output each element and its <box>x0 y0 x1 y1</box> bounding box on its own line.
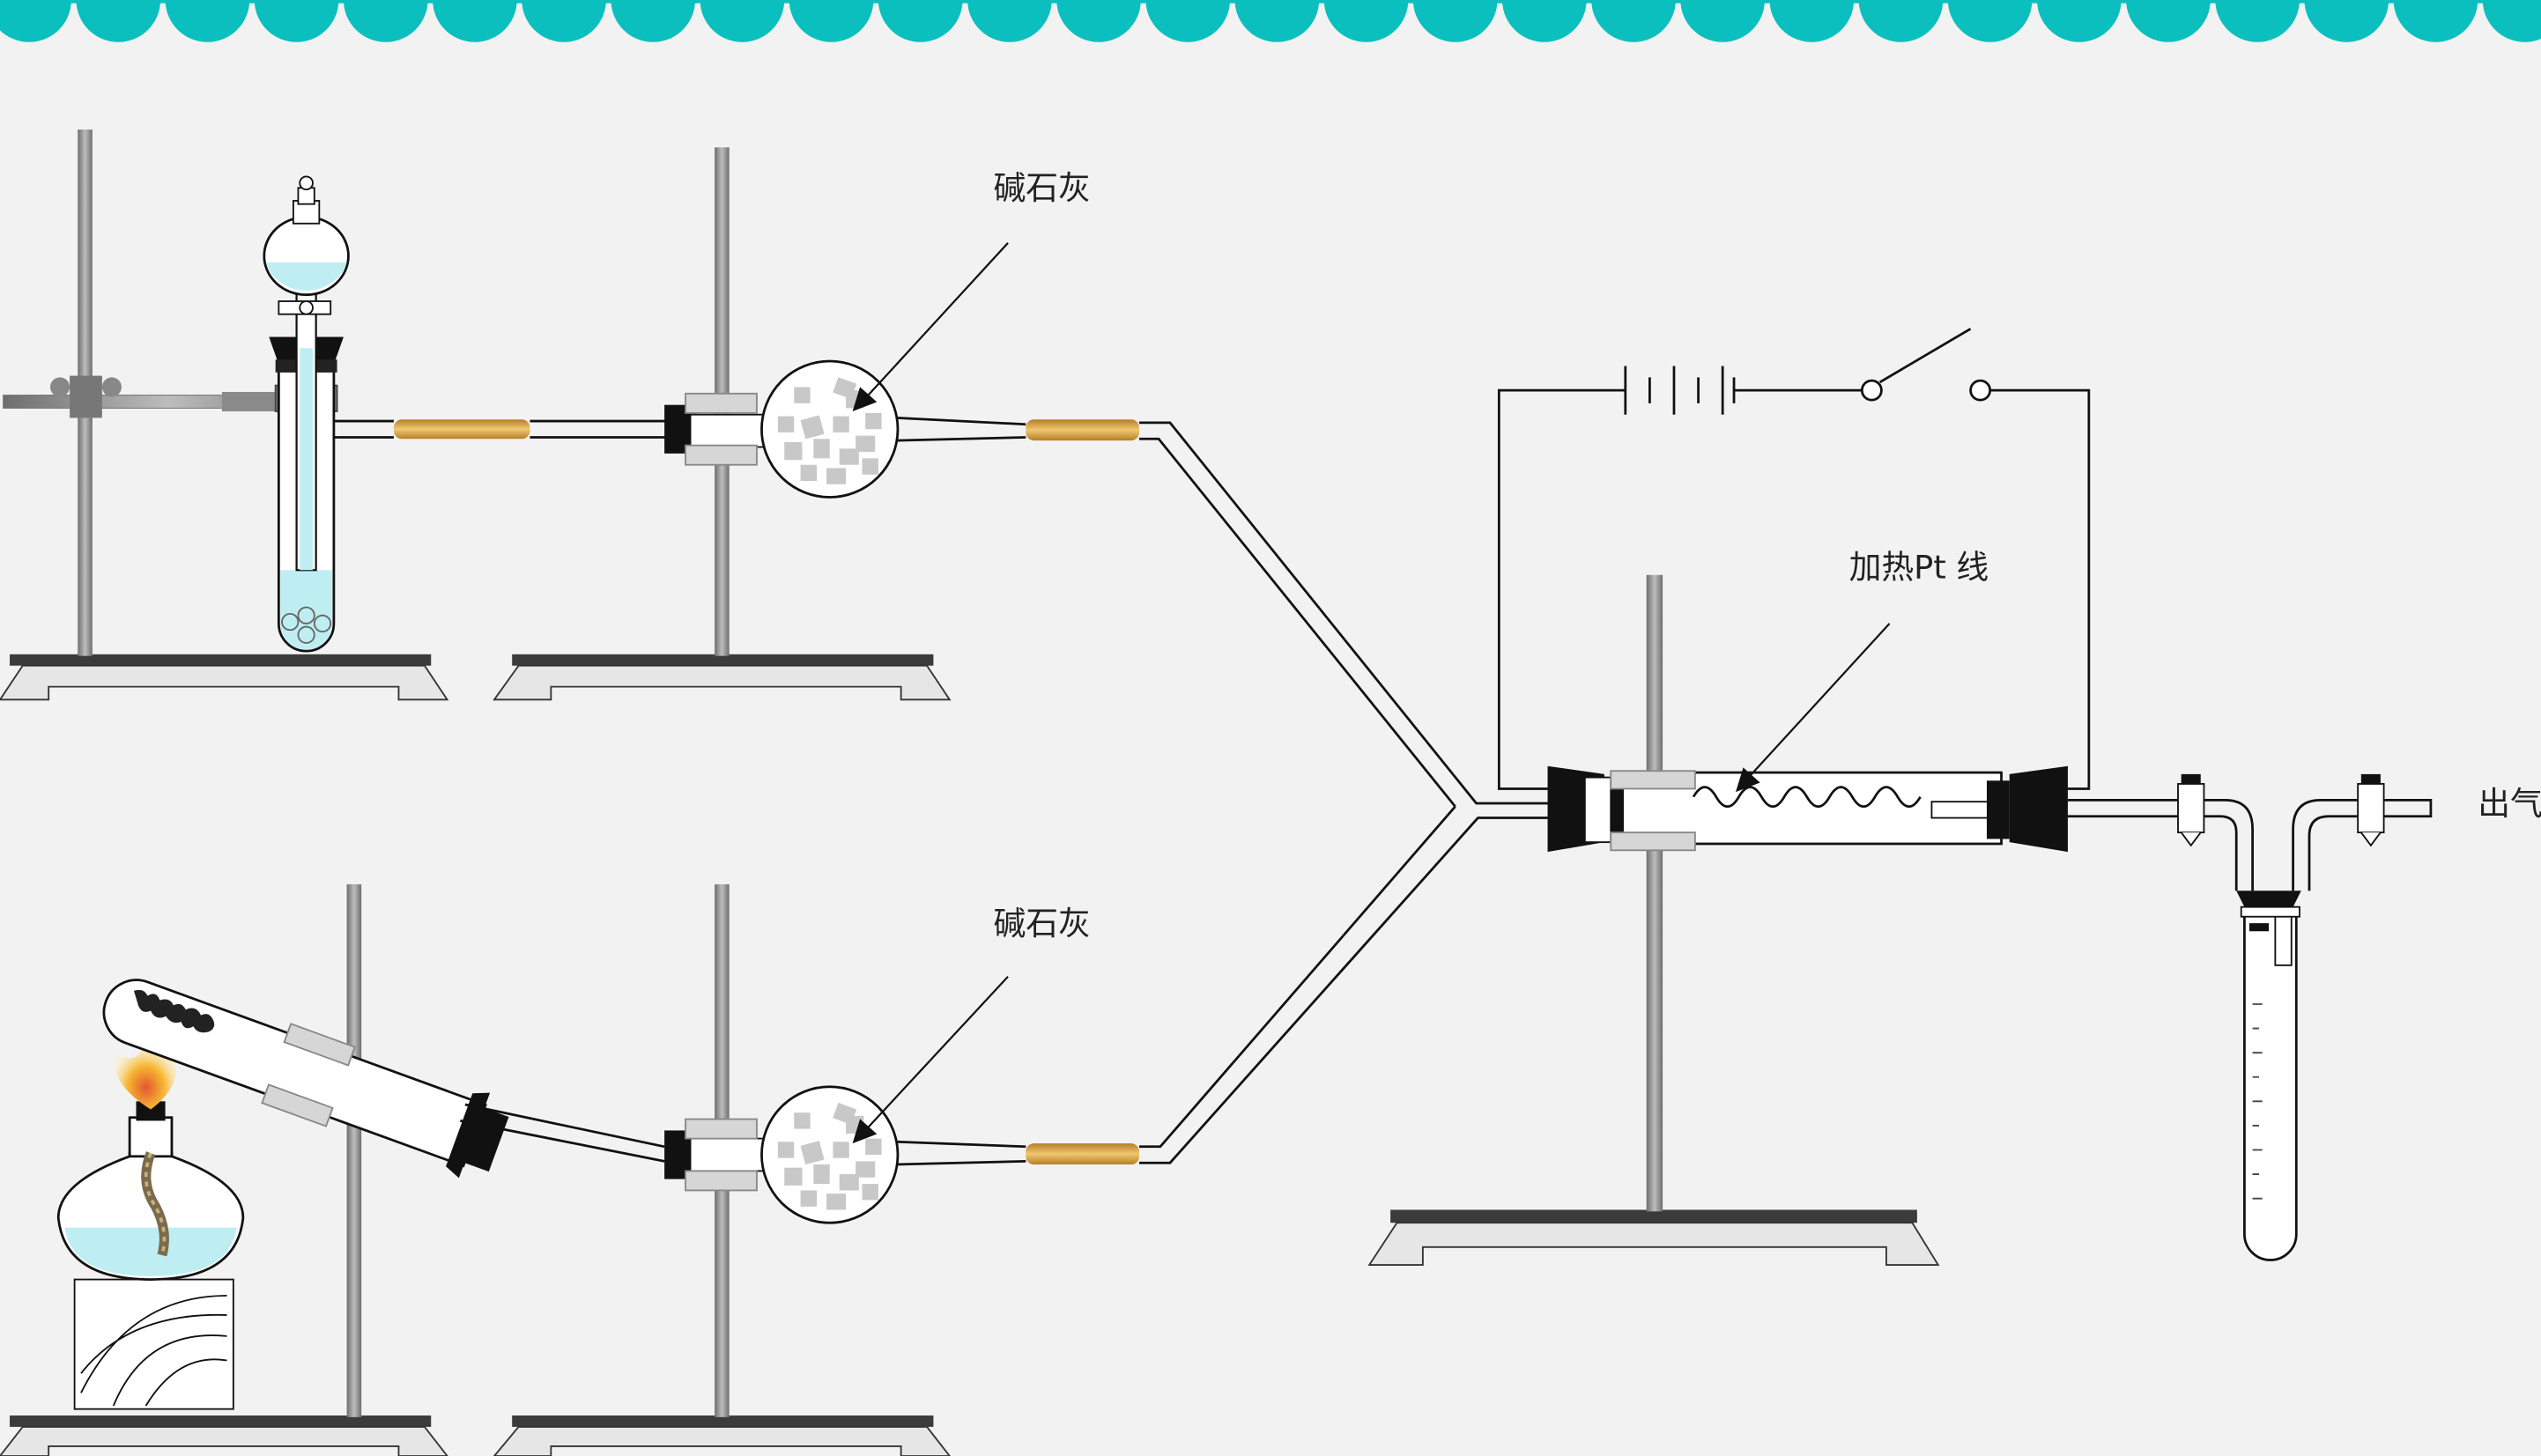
converging-glass-tubes <box>1139 421 1548 1164</box>
reaction-tube <box>1547 765 2068 853</box>
label-soda-lime-bottom: 碱石灰 <box>993 905 1090 942</box>
drying-tube-bottom <box>664 1085 1140 1224</box>
top-scallop-border <box>0 0 2541 42</box>
stand-base-top-left <box>0 654 449 701</box>
label-pt-wire: 加热Pt 线 <box>1849 548 1989 586</box>
stand-base-bottom-mid <box>493 1415 951 1456</box>
stand-base-center <box>1367 1209 1940 1266</box>
rubber-tube-top-1 <box>393 419 530 440</box>
test-tube-with-funnel <box>263 175 394 653</box>
alcohol-lamp <box>56 1036 245 1410</box>
stand-rod-bottom-left <box>346 883 362 1417</box>
stand-base-bottom-left <box>0 1415 448 1456</box>
heated-test-tube <box>102 979 665 1179</box>
stand-base-top-mid <box>493 654 952 701</box>
label-soda-lime-top: 碱石灰 <box>993 169 1090 207</box>
drying-tube-top <box>664 359 1140 499</box>
heating-circuit <box>1497 328 2091 790</box>
label-gas-outlet: 出气 <box>2478 785 2541 823</box>
stand-rod-center <box>1646 574 1663 1212</box>
label-arrows <box>852 242 1891 1144</box>
glass-tube-top-1 <box>530 419 681 439</box>
outlet-assembly <box>2067 773 2433 1261</box>
